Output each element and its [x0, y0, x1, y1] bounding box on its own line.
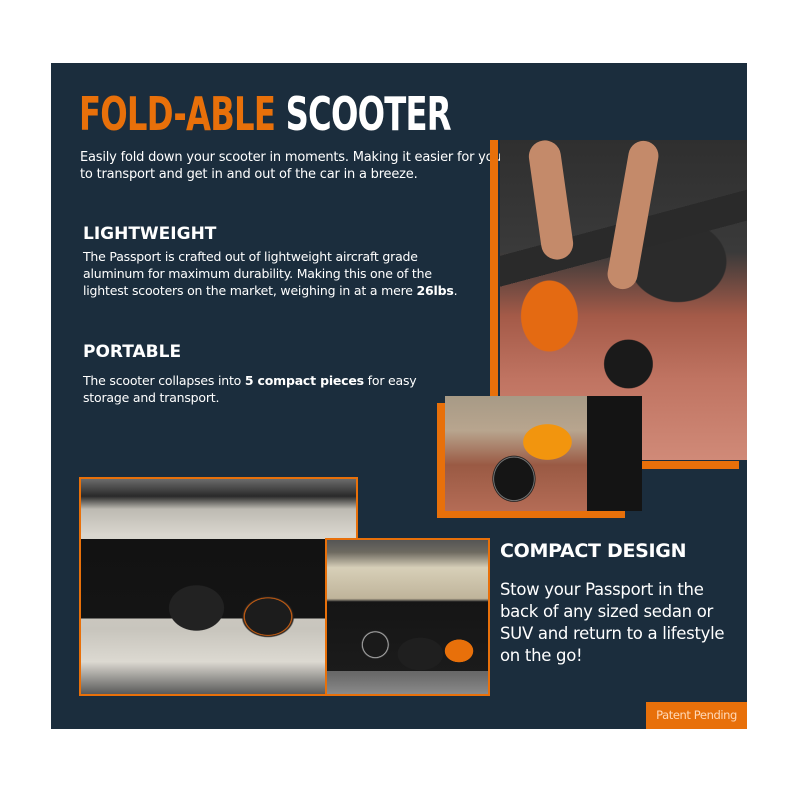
portable-body-text: The scooter collapses into [83, 373, 245, 388]
weight-value: 26lbs [416, 283, 454, 298]
photo-sedan-trunk [79, 477, 358, 696]
portable-body: The scooter collapses into 5 compact pie… [83, 372, 423, 406]
compact-design-heading: COMPACT DESIGN [500, 540, 687, 562]
title-accent: FOLD-ABLE [79, 87, 276, 141]
infographic-panel: FOLD-ABLE SCOOTER Easily fold down your … [51, 63, 747, 729]
lightweight-body-end: . [453, 283, 458, 298]
lightweight-body: The Passport is crafted out of lightweig… [83, 248, 463, 299]
patent-pending-badge: Patent Pending [646, 702, 747, 729]
portable-body-end: for easy storage and transport. [83, 373, 417, 405]
page-title: FOLD-ABLE SCOOTER [79, 85, 452, 143]
photo-arm-right [605, 140, 661, 292]
intro-text: Easily fold down your scooter in moments… [80, 150, 502, 182]
pieces-value: 5 compact pieces [244, 373, 364, 388]
lightweight-body-text: The Passport is crafted out of lightweig… [83, 249, 432, 298]
title-plain: SCOOTER [285, 87, 452, 141]
photo-1-orange-accent-left [490, 140, 498, 469]
lightweight-heading: LIGHTWEIGHT [83, 224, 217, 244]
photo-suv-cargo [325, 538, 490, 696]
compact-design-body: Stow your Passport in the back of any si… [500, 580, 725, 665]
photo-folded-scooter [445, 396, 642, 511]
portable-heading: PORTABLE [83, 342, 182, 362]
photo-arm-left [526, 140, 576, 262]
